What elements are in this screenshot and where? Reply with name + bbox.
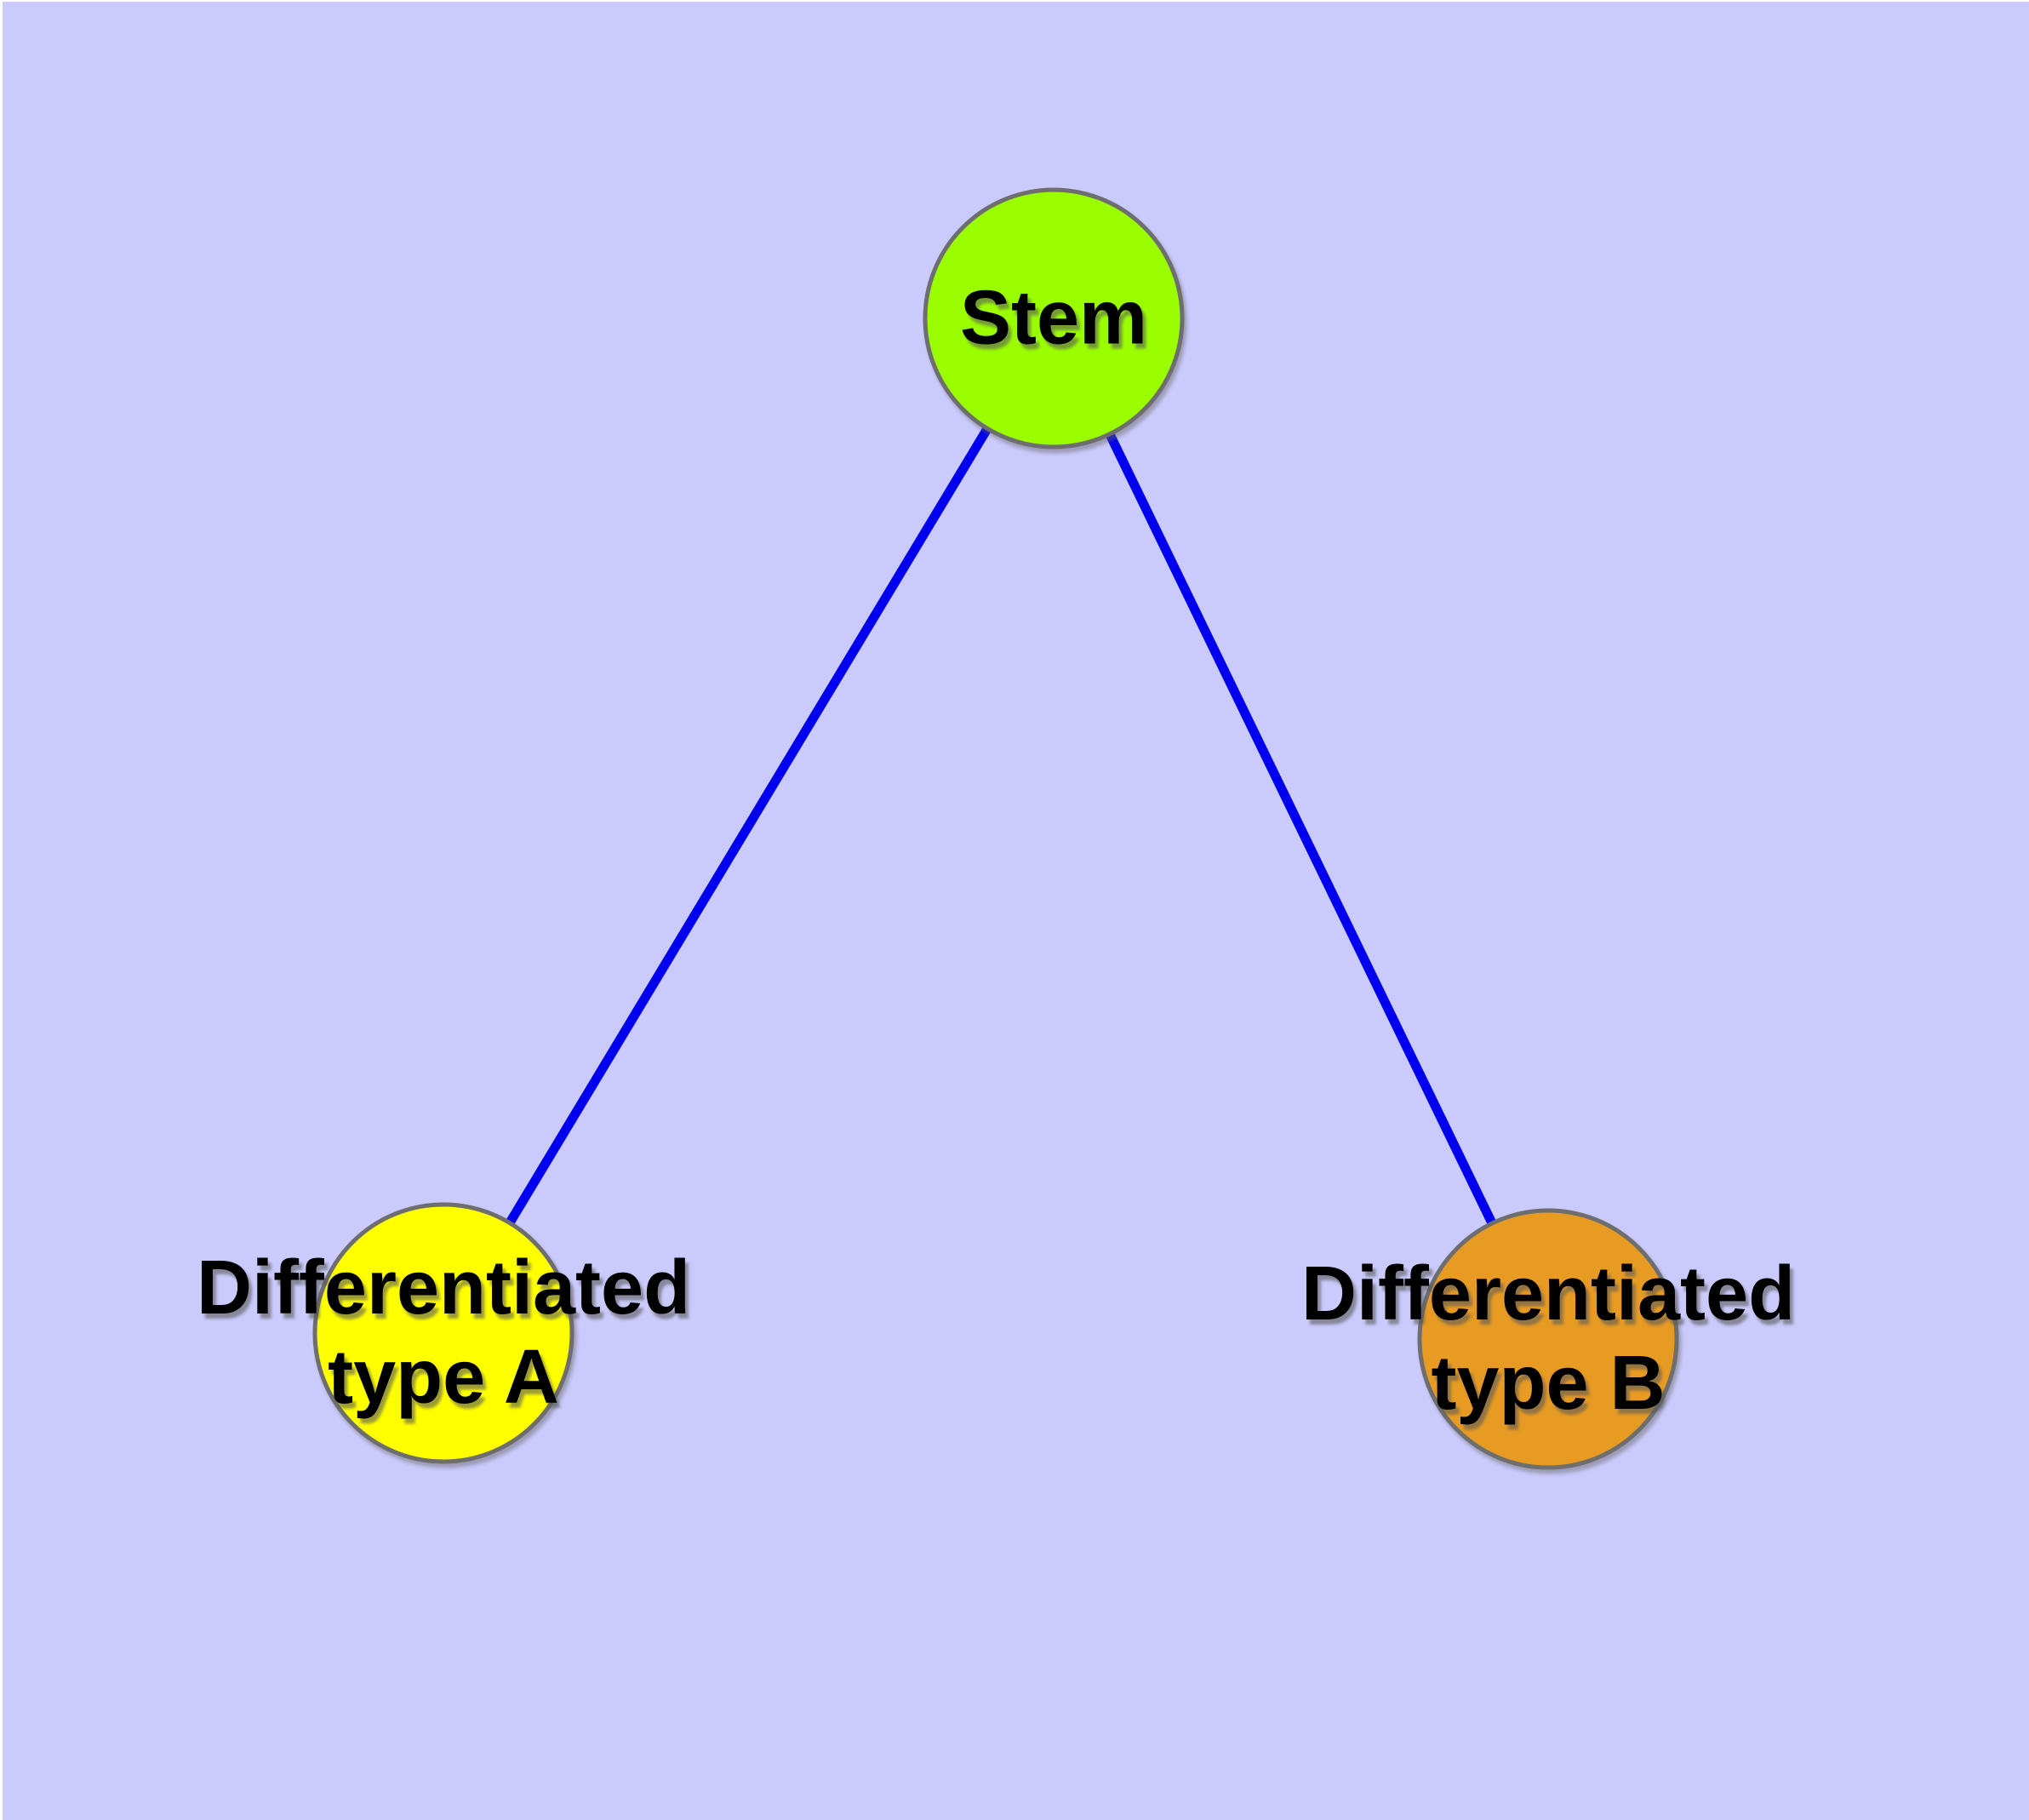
node-circle-differentiated-type-b: [1417, 1208, 1679, 1470]
node-label-differentiated-type-b: Differentiated type B: [1300, 1251, 1796, 1426]
edge-stem-to-differentiated-type-a: [439, 316, 1058, 1336]
node-label-differentiated-type-a: Differentiated type A: [196, 1245, 691, 1420]
node-circle-differentiated-type-a: [312, 1202, 574, 1464]
edge-stem-to-differentiated-type-b: [1049, 316, 1552, 1342]
node-circle-stem: [923, 187, 1185, 449]
node-label-stem: Stem: [959, 275, 1148, 361]
